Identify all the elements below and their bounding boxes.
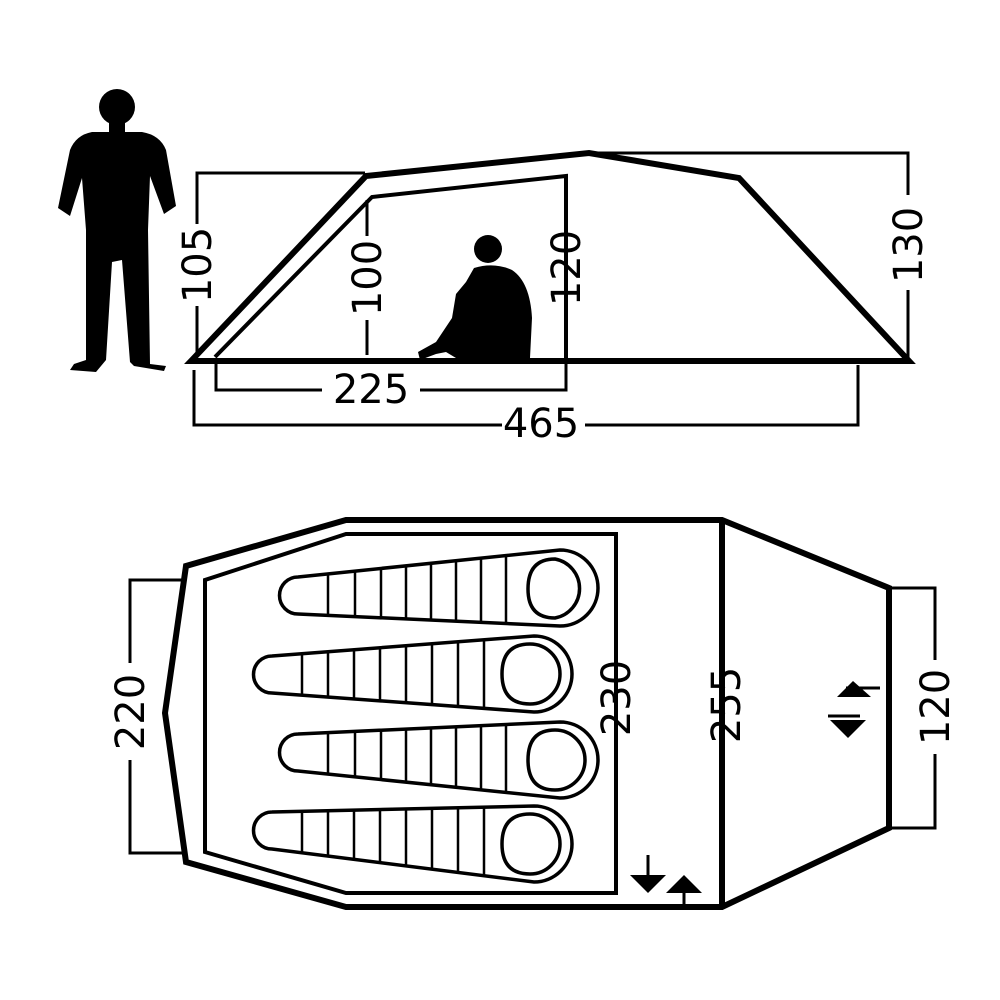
floor-dimension-lines <box>128 528 937 900</box>
inner-width-label: 230 <box>594 660 640 736</box>
vestibule-width-label: 255 <box>704 667 750 743</box>
standing-person-icon <box>58 89 176 372</box>
side-dimension-lines <box>192 151 910 427</box>
sleeping-bag <box>277 548 600 628</box>
inner-height-front-label: 100 <box>345 240 391 316</box>
inner-length-label: 225 <box>333 367 409 413</box>
tent-outer-profile <box>184 149 916 364</box>
inner-height-rear-label: 120 <box>544 230 590 306</box>
door-arrows-icon <box>630 855 702 907</box>
sleeping-bag <box>251 634 574 714</box>
front-width-label: 220 <box>108 674 154 750</box>
floor-outer-outline <box>161 517 892 910</box>
sleeping-bag <box>277 720 600 800</box>
max-height-label: 130 <box>886 207 932 283</box>
door-arrows-icon <box>828 681 880 738</box>
inner-tent-profile <box>213 173 568 361</box>
sleeping-bag <box>251 804 574 884</box>
rear-width-label: 120 <box>913 669 959 745</box>
floor-plan: 220 230 255 120 <box>108 517 959 910</box>
sitting-person-icon <box>418 235 532 360</box>
entrance-height-label: 105 <box>175 227 221 303</box>
total-length-label: 465 <box>503 401 579 447</box>
side-view: 465 225 105 100 120 130 <box>58 89 932 447</box>
inner-tent-outline <box>203 532 618 895</box>
